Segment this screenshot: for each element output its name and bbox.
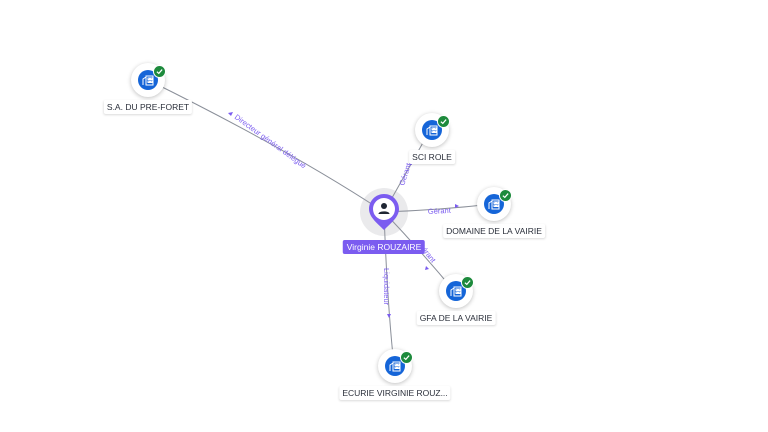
company-icon (385, 356, 405, 376)
verified-check-icon (437, 115, 450, 128)
edge-label-sci-role: Gérant (397, 161, 413, 186)
company-icon (484, 194, 504, 214)
arrow-gfa (425, 266, 429, 270)
company-icon (138, 70, 158, 90)
node-circle[interactable] (378, 349, 412, 383)
node-circle[interactable] (131, 63, 165, 97)
verified-check-icon (461, 276, 474, 289)
node-label[interactable]: S.A. DU PRE-FORET (103, 100, 193, 114)
company-icon (446, 281, 466, 301)
person-pin[interactable] (367, 192, 401, 232)
company-icon (422, 120, 442, 140)
node-label[interactable]: ECURIE VIRGINIE ROUZ... (339, 386, 451, 400)
node-label[interactable]: SCI ROLE (409, 150, 455, 164)
node-label[interactable]: DOMAINE DE LA VAIRIE (443, 224, 545, 238)
edge-label-pre-foret: Directeur général délégué (233, 112, 308, 170)
arrow-pre-foret (228, 112, 233, 116)
verified-check-icon (499, 189, 512, 202)
node-label[interactable]: GFA DE LA VAIRIE (416, 311, 496, 325)
edge-label-ecurie: Liquidateur (382, 268, 391, 306)
person-icon (378, 203, 390, 214)
node-circle[interactable] (439, 274, 473, 308)
arrow-domaine (455, 204, 459, 208)
verified-check-icon (153, 65, 166, 78)
edge-label-domaine: Gérant (428, 206, 452, 216)
person-name-label[interactable]: Virginie ROUZAIRE (342, 240, 426, 254)
verified-check-icon (400, 351, 413, 364)
edge-pre-foret (147, 79, 385, 213)
arrow-ecurie (387, 314, 391, 318)
